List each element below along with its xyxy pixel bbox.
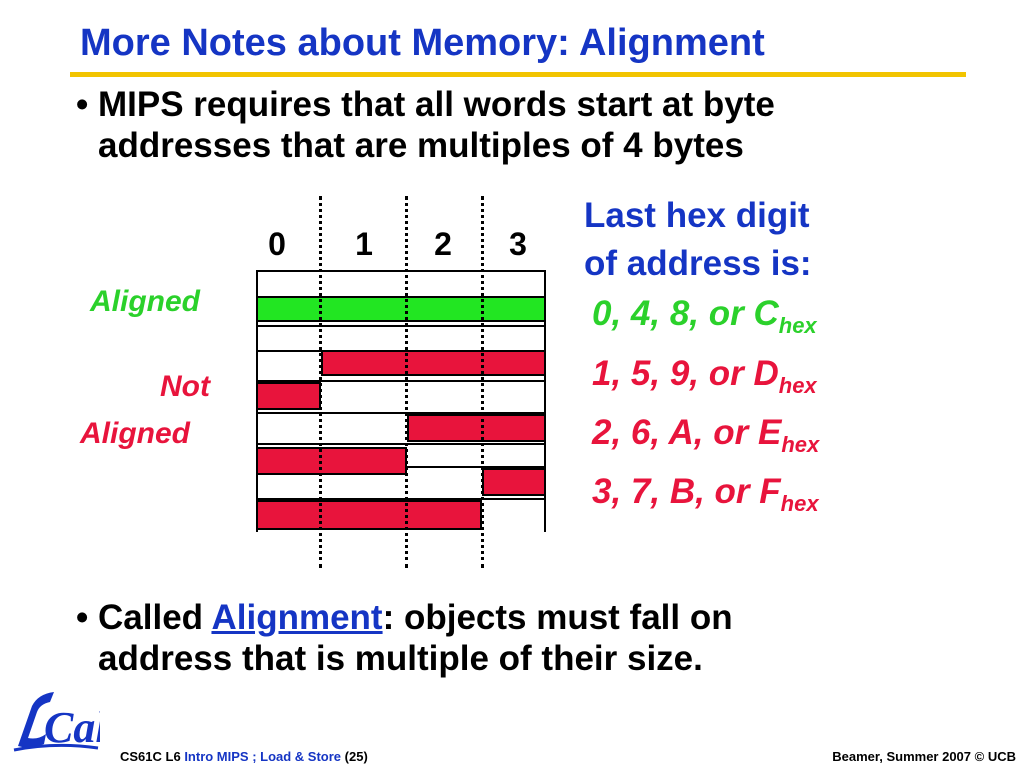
hex-row-aligned: 0, 4, 8, or Chex [592,294,817,339]
unaligned-word-bar-offset-3-top [482,468,546,496]
bullet2-line1: Called Alignment: objects must fall on [76,597,733,638]
grid-row-line [256,412,546,414]
aligned-word-bar [256,296,546,322]
alignment-link[interactable]: Alignment [211,598,383,637]
hex-row-offset-1: 1, 5, 9, or Dhex [592,354,817,399]
column-label-2: 2 [434,226,452,262]
hex-heading-line2: of address is: [584,244,812,283]
hex-row-text: 3, 7, B, or F [592,472,781,511]
unaligned-word-bar-offset-1-top [321,350,546,376]
bullet2-pre: Called [98,598,212,637]
grid-row-line [256,380,546,382]
footer-page-number: (25) [341,749,368,764]
bullet-dot: • [76,85,89,124]
aligned-label: Aligned [90,285,200,318]
hex-row-text: 0, 4, 8, or C [592,294,779,333]
grid-row-line [256,325,546,327]
bullet2-post: : objects must fall on [382,598,733,637]
byte-divider-2 [405,196,408,568]
footer-course: CS61C L6 Intro MIPS ; Load & Store (25) [120,749,368,764]
bullet-alignment-definition: • Called Alignment: objects must fall on… [76,597,733,679]
hex-row-offset-2: 2, 6, A, or Ehex [592,413,819,458]
bullet-dot: • [76,598,89,637]
cal-logo: Cal [13,692,100,752]
column-label-1: 1 [355,226,373,262]
footer-credit: Beamer, Summer 2007 © UCB [832,749,1016,764]
column-label-3: 3 [509,226,527,262]
column-label-0: 0 [268,226,286,262]
not-aligned-label-line2: Aligned [80,417,190,450]
footer-lecture-title: Intro MIPS ; Load & Store [184,749,342,764]
slide-title: More Notes about Memory: Alignment [80,22,765,64]
unaligned-word-bar-offset-2-bottom [256,447,407,475]
not-aligned-label-line1: Not [160,370,210,403]
footer-course-code: CS61C L6 [120,749,185,764]
cal-logo-text: Cal [44,703,100,752]
unaligned-word-bar-offset-2-top [407,414,546,442]
grid-row-line [256,498,546,500]
hex-subscript: hex [778,373,817,398]
hex-subscript: hex [780,491,819,516]
hex-row-text: 1, 5, 9, or D [592,354,779,393]
hex-row-offset-3: 3, 7, B, or Fhex [592,472,819,517]
byte-divider-1 [319,196,322,568]
bullet-mips-requirement: • MIPS requires that all words start at … [76,84,775,166]
bullet1-line2: addresses that are multiples of 4 bytes [98,126,744,165]
hex-digit-heading: Last hex digit of address is: [584,192,812,288]
unaligned-word-bar-offset-1-bottom [256,382,321,410]
unaligned-word-bar-offset-3-bottom [256,500,482,530]
title-underline [70,72,966,77]
grid-row-line [256,443,546,445]
byte-divider-3 [481,196,484,568]
bullet1-line1: MIPS requires that all words start at by… [98,85,775,124]
bullet2-line2: address that is multiple of their size. [98,639,703,678]
hex-subscript: hex [781,432,820,457]
hex-heading-line1: Last hex digit [584,196,810,235]
hex-subscript: hex [778,313,817,338]
hex-row-text: 2, 6, A, or E [592,413,782,452]
